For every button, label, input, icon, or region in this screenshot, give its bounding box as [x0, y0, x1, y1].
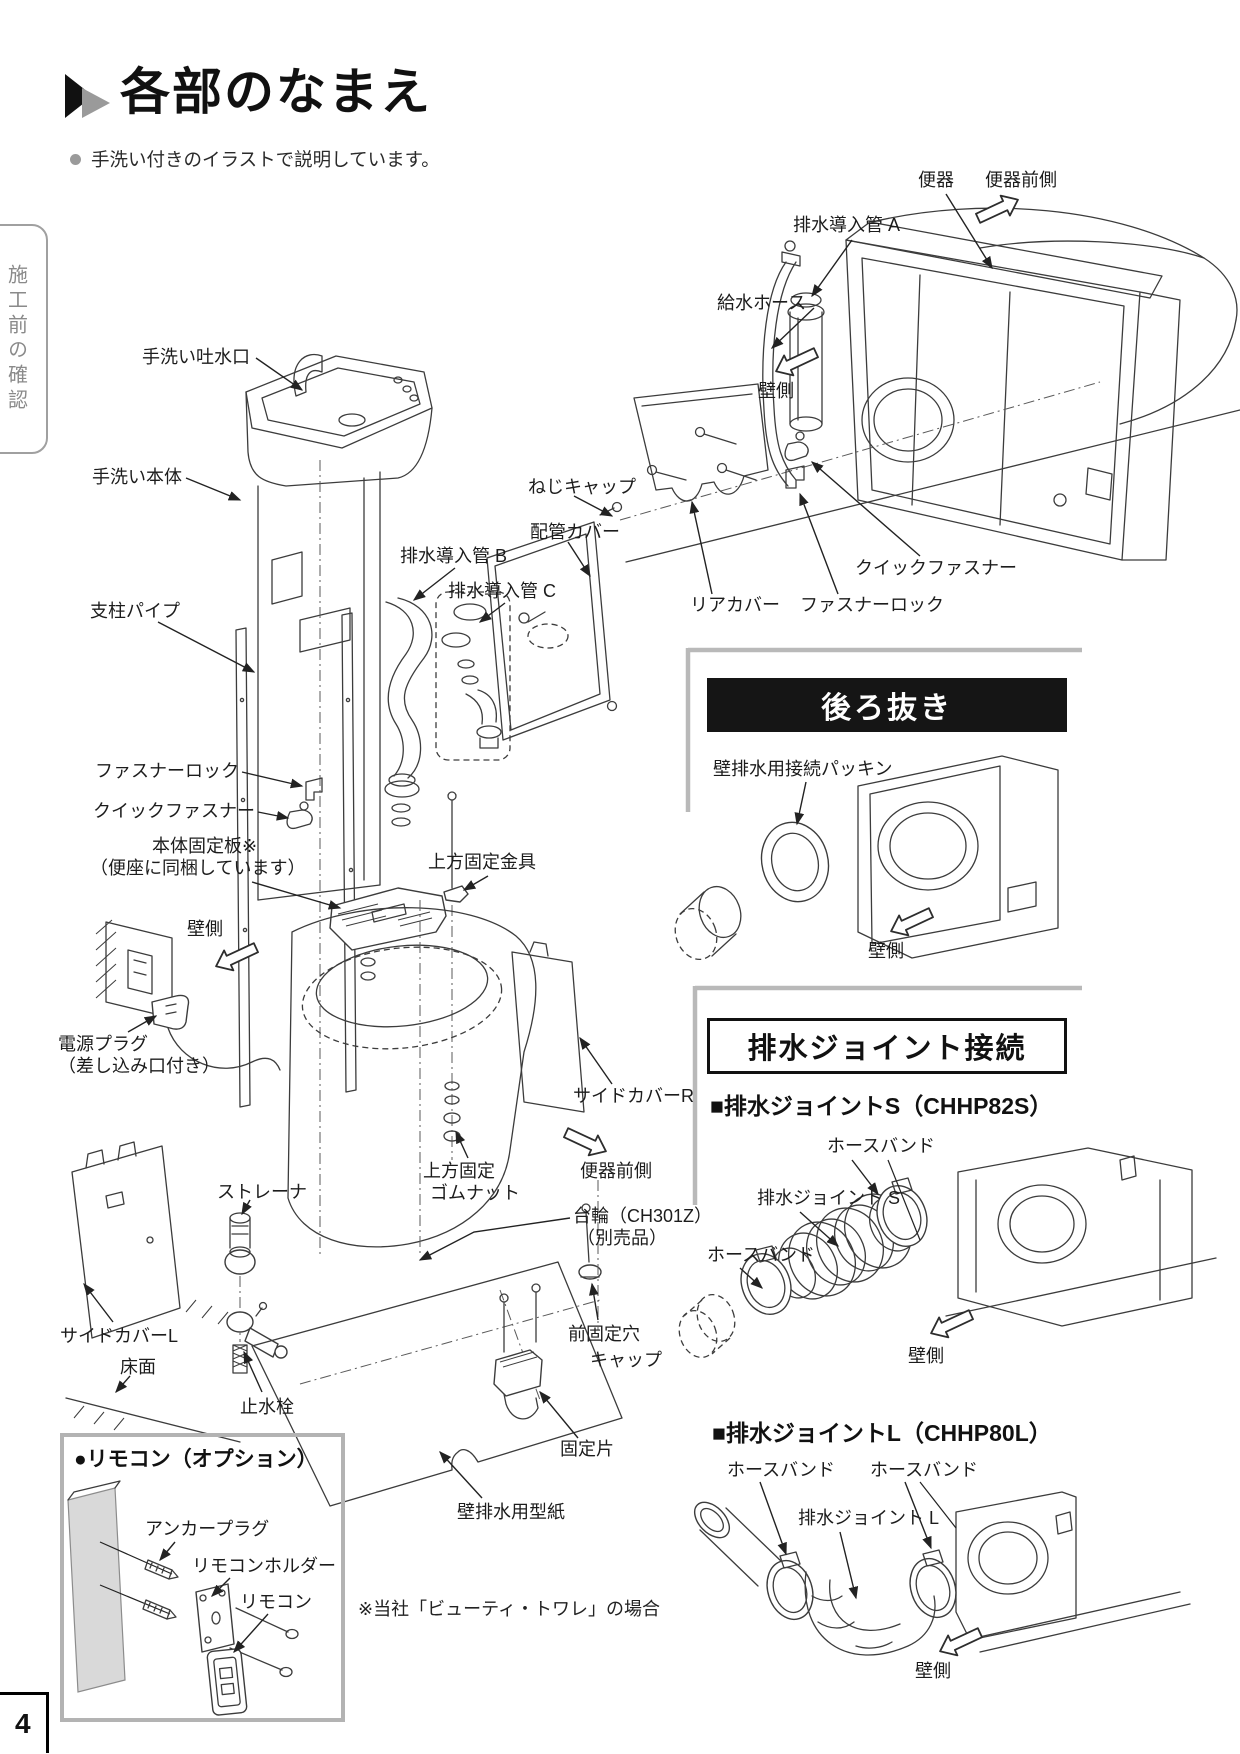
- remote-box-header: ●リモコン（オプション）: [74, 1448, 318, 1471]
- label-drain-inlet-b: 排水導入管 B: [400, 546, 508, 566]
- label-base-ring-note: （別売品）: [577, 1228, 667, 1248]
- label-hose-band-l-right: ホースバンド: [870, 1460, 978, 1480]
- label-supply-hose: 給水ホース: [717, 293, 807, 313]
- label-floor: 床面: [120, 1357, 156, 1377]
- main-leader-lines: [83, 357, 614, 1499]
- label-screw-cap: ねじキャップ: [528, 477, 636, 497]
- remote-option-box: [60, 1433, 345, 1722]
- label-hand-wash-body: 手洗い本体: [92, 467, 182, 487]
- label-drain-joint-l: 排水ジョイント L: [798, 1508, 940, 1528]
- label-drain-joint-s: 排水ジョイント S: [757, 1188, 901, 1208]
- label-rubber-nut-1: 上方固定: [423, 1161, 495, 1181]
- label-base-ring: 台輪（CH301Z）: [573, 1206, 713, 1226]
- intro-text: 手洗い付きのイラストで説明しています。: [91, 149, 440, 170]
- label-side-cover-l: サイドカバーL: [60, 1326, 179, 1346]
- label-front-hole-cap-1: 前固定穴: [568, 1324, 640, 1344]
- label-pipe-cover: 配管カバー: [530, 522, 620, 542]
- page-number: 4: [0, 1692, 49, 1753]
- label-fastener-lock-rear: ファスナーロック: [800, 595, 944, 615]
- label-wall-side-joint-s: 壁側: [908, 1346, 944, 1366]
- label-strainer: ストレーナ: [217, 1182, 307, 1202]
- ushironuki-section-illustration: [674, 647, 1082, 961]
- label-wall-drain-packing: 壁排水用接続パッキン: [713, 759, 893, 779]
- label-rear-cover: リアカバー: [690, 595, 780, 615]
- label-wall-side-ushironuki: 壁側: [868, 941, 904, 961]
- subheader-joint-l: ■排水ジョイントL（CHHP80L）: [712, 1420, 1052, 1446]
- label-upper-bracket: 上方固定金具: [428, 852, 536, 872]
- label-side-cover-r: サイドカバーR: [573, 1086, 694, 1106]
- label-wall-side-joint-l: 壁側: [915, 1661, 951, 1681]
- subheader-joint-s: ■排水ジョイントS（CHHP82S）: [710, 1093, 1053, 1119]
- section-header-ushironuki: 後ろ抜き: [707, 678, 1067, 732]
- label-remote: リモコン: [240, 1592, 312, 1612]
- toilet-front-arrow-rear: [975, 194, 1019, 224]
- label-rubber-nut-2: ゴムナット: [430, 1183, 520, 1203]
- sidebar-tab-label: 施工前の確認: [4, 264, 27, 414]
- label-hose-band-s-top: ホースバンド: [827, 1136, 935, 1156]
- label-support-pipe: 支柱パイプ: [90, 601, 180, 621]
- intro-note: 手洗い付きのイラストで説明しています。: [70, 146, 440, 172]
- label-toilet-front-rear: 便器前側: [985, 170, 1057, 190]
- label-toilet-front-main: 便器前側: [580, 1161, 652, 1181]
- rear-view-illustration: [619, 193, 1240, 595]
- label-fixing-plate-note: （便座に同梱しています）: [90, 858, 306, 878]
- remote-option-illustration: [67, 1480, 299, 1716]
- bullet-dot-icon: [70, 153, 81, 165]
- label-anchor-plug: アンカープラグ: [145, 1519, 270, 1539]
- label-stop-valve: 止水栓: [240, 1397, 294, 1417]
- label-front-hole-cap-2: キャップ: [590, 1350, 662, 1370]
- page-title-row: 各部のなまえ: [60, 52, 432, 124]
- label-toilet: 便器: [918, 170, 954, 190]
- label-quick-fastener-rear: クイックファスナー: [855, 558, 1017, 578]
- wall-direction-arrow-joint-s: [930, 1309, 974, 1339]
- joint-section-illustration: [678, 985, 1217, 1656]
- beauty-toilet-note: ※当社「ビューティ・トワレ」の場合: [358, 1599, 661, 1619]
- label-wall-side-rear: 壁側: [758, 381, 794, 401]
- label-drain-inlet-c: 排水導入管 C: [448, 581, 556, 601]
- label-fastener-lock: ファスナーロック: [95, 761, 239, 781]
- wall-direction-arrow-rear: [775, 347, 819, 377]
- label-power-plug-note: （差し込み口付き）: [58, 1056, 220, 1076]
- section-header-joint: 排水ジョイント接続: [707, 1018, 1067, 1074]
- wall-direction-arrow-main: [215, 942, 259, 972]
- label-hand-wash-spout: 手洗い吐水口: [142, 347, 250, 367]
- label-fixing-piece: 固定片: [560, 1439, 614, 1459]
- label-hose-band-s-left: ホースバンド: [707, 1245, 815, 1265]
- sidebar-tab-pre-installation[interactable]: 施工前の確認: [0, 224, 48, 454]
- label-fixing-plate: 本体固定板※: [152, 836, 258, 856]
- wall-direction-ar-ushironuki: [890, 907, 934, 937]
- label-remote-holder: リモコンホルダー: [192, 1556, 336, 1576]
- label-power-plug: 電源プラグ: [58, 1034, 148, 1054]
- title-bullet-icon: [65, 74, 110, 118]
- page-title: 各部のなまえ: [120, 64, 432, 120]
- wall-direction-arrow-joint-l: [939, 1627, 983, 1657]
- label-quick-fastener: クイックファスナー: [93, 801, 255, 821]
- label-hose-band-l-left: ホースバンド: [727, 1460, 835, 1480]
- main-exploded-illustration: [65, 354, 623, 1507]
- label-wall-drain-template: 壁排水用型紙: [457, 1502, 565, 1522]
- label-wall-side-main: 壁側: [187, 919, 223, 939]
- toilet-front-arrow-main: [563, 1127, 607, 1157]
- label-drain-inlet-a: 排水導入管 A: [793, 215, 901, 235]
